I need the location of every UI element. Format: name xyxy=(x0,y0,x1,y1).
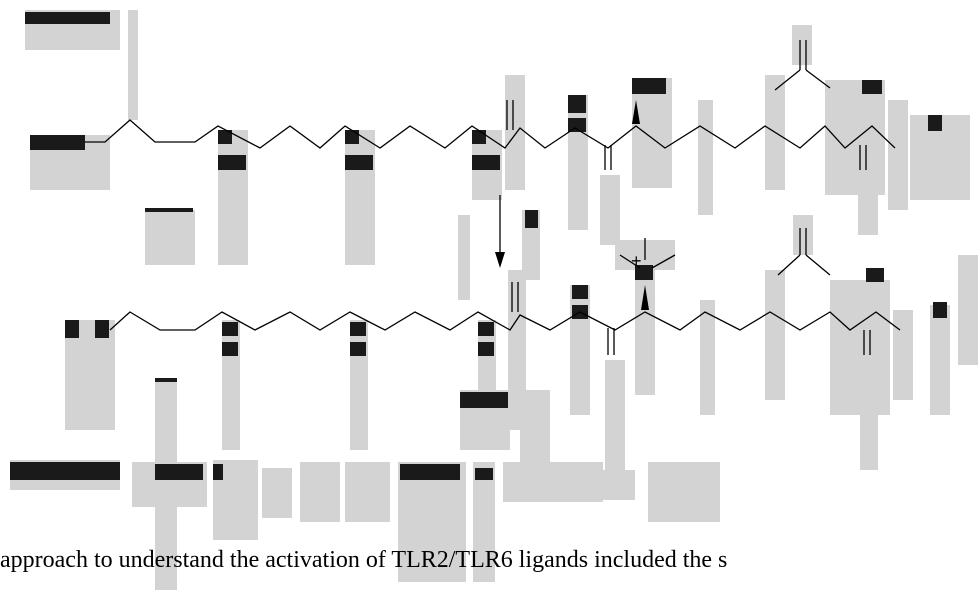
ammonium-methyl-2 xyxy=(619,254,641,269)
redaction-bars xyxy=(10,10,978,590)
reaction-arrow xyxy=(495,195,505,268)
redaction-blocks xyxy=(10,12,947,480)
chain-bottom xyxy=(109,311,901,331)
molecule-bottom: + xyxy=(109,228,901,355)
molecule-top xyxy=(85,40,896,170)
chain-top xyxy=(85,119,896,149)
caption-text: approach to understand the activation of… xyxy=(0,547,728,573)
wedge-bond-top xyxy=(632,100,640,124)
wedge-bond-bottom xyxy=(641,285,649,310)
positive-charge-label: + xyxy=(631,251,642,271)
ammonium-methyl-3 xyxy=(651,254,676,269)
